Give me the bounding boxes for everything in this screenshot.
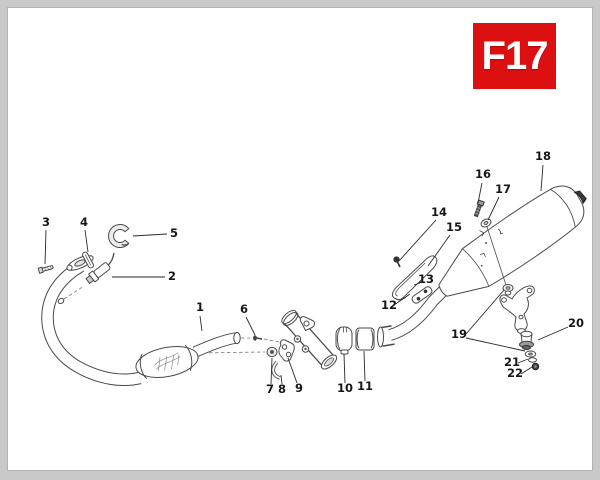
callout-label-16: 16 xyxy=(475,167,491,181)
callout-label-11: 11 xyxy=(357,379,373,393)
part-shield-bracket xyxy=(411,286,433,304)
callout-label-17: 17 xyxy=(495,182,511,196)
part-washer xyxy=(479,218,507,286)
part-muffler-bolt xyxy=(473,199,485,218)
callout-label-8: 8 xyxy=(278,382,286,396)
construction-lines xyxy=(63,285,280,354)
callout-leader-10 xyxy=(343,353,346,384)
part-clip xyxy=(271,360,281,380)
callout-leader-12 xyxy=(393,293,411,306)
callout-label-9: 9 xyxy=(295,381,303,395)
callout-label-1: 1 xyxy=(196,300,204,314)
callout-label-22: 22 xyxy=(507,366,523,380)
callout-leader-6 xyxy=(245,316,256,336)
callout-leader-20 xyxy=(537,326,569,341)
callout-leader-9 xyxy=(287,357,298,384)
callout-label-2: 2 xyxy=(168,269,176,283)
part-washers-nut xyxy=(524,350,540,371)
part-mid-pipe xyxy=(281,309,338,370)
callout-label-14: 14 xyxy=(431,205,447,219)
callout-label-10: 10 xyxy=(337,381,353,395)
callout-label-6: 6 xyxy=(240,302,248,316)
part-rubber-coupler xyxy=(355,327,375,351)
callout-label-20: 20 xyxy=(568,316,584,330)
part-muffler-hanger-bracket xyxy=(499,284,535,334)
callout-leader-4 xyxy=(84,229,89,253)
callout-label-3: 3 xyxy=(42,215,50,229)
callout-label-5: 5 xyxy=(170,226,178,240)
callout-leader-18 xyxy=(540,164,544,192)
part-stud-bolt xyxy=(37,265,54,274)
part-rubber-mount xyxy=(519,330,534,350)
callout-leader-13 xyxy=(413,282,421,286)
callout-leader-8 xyxy=(280,374,283,385)
callout-leader-16 xyxy=(477,182,483,204)
callout-leader-1 xyxy=(199,315,203,332)
callout-leader-21 xyxy=(517,358,529,364)
callout-label-18: 18 xyxy=(535,149,551,163)
callout-leader-5 xyxy=(132,233,168,237)
callout-label-7: 7 xyxy=(266,382,274,396)
callout-leader-19 xyxy=(465,289,505,335)
part-number-badge: F17 xyxy=(473,23,556,89)
part-rear-pipe xyxy=(377,283,451,348)
callout-label-4: 4 xyxy=(80,215,88,229)
part-spring-clip xyxy=(108,224,130,248)
callout-leader-17 xyxy=(487,196,500,221)
callout-leader-3 xyxy=(44,229,47,265)
callout-leader-14 xyxy=(398,219,437,262)
part-hanger-bracket-small xyxy=(278,339,295,362)
callout-leader-11 xyxy=(363,350,366,382)
callout-leader-19 xyxy=(465,337,526,352)
callout-leader-7 xyxy=(270,357,273,385)
part-clamp xyxy=(335,326,353,355)
part-gasket xyxy=(82,251,94,269)
part-catalytic-converter xyxy=(135,344,199,380)
callout-label-12: 12 xyxy=(381,298,397,312)
part-front-header-pipe xyxy=(41,260,241,386)
part-nut xyxy=(266,346,278,358)
part-screw xyxy=(253,335,263,341)
badge-label: F17 xyxy=(481,33,549,78)
callout-label-15: 15 xyxy=(446,220,462,234)
callout-leader-15 xyxy=(427,234,451,267)
callout-label-21: 21 xyxy=(504,355,520,369)
part-muffler xyxy=(438,185,587,297)
part-oxygen-sensor xyxy=(85,252,115,284)
callout-label-13: 13 xyxy=(418,272,434,286)
callout-label-19: 19 xyxy=(451,327,467,341)
callout-leader-22 xyxy=(520,366,533,375)
